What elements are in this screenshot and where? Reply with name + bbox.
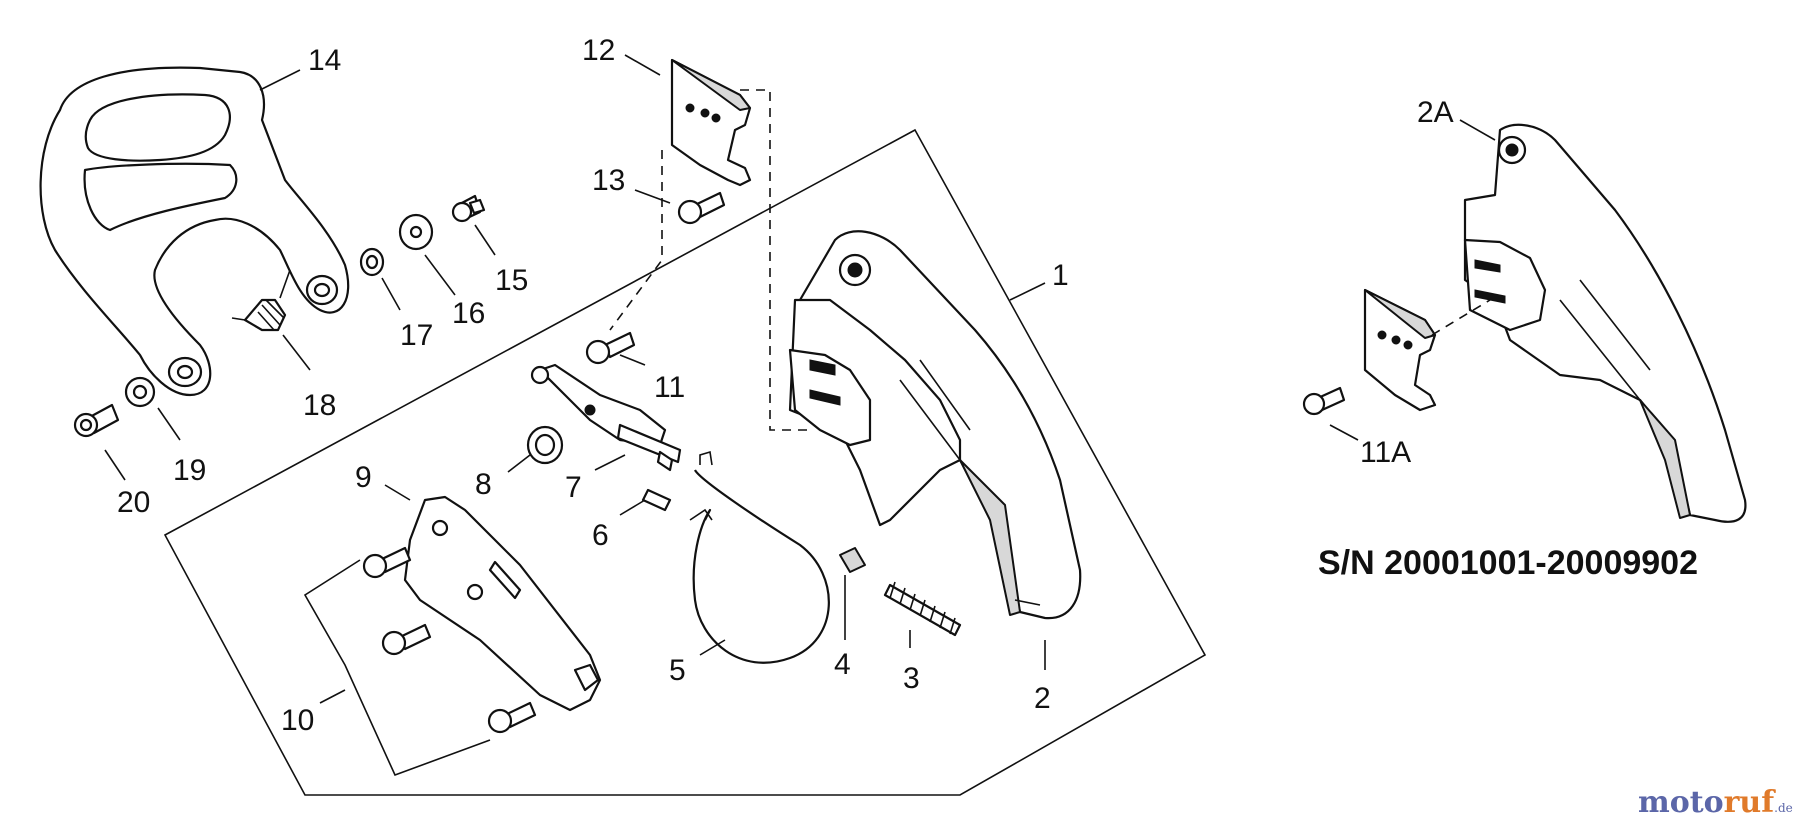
watermark-part1: moto bbox=[1638, 785, 1724, 820]
block-4-part bbox=[839, 547, 866, 573]
callout-12: 12 bbox=[582, 34, 615, 67]
hand-guard-part bbox=[39, 66, 350, 397]
site-watermark: motoruf.de bbox=[1638, 785, 1793, 820]
screw-10c-part bbox=[487, 701, 537, 734]
svg-text:motoruf.de: motoruf.de bbox=[1638, 785, 1793, 820]
sprocket-guard-2a-part bbox=[1463, 123, 1747, 523]
callout-9: 9 bbox=[355, 461, 372, 494]
dashed-guide-line-12 bbox=[609, 89, 771, 331]
washer-19-part bbox=[124, 376, 156, 408]
spring-3-part bbox=[883, 581, 962, 637]
callout-2a: 2A bbox=[1417, 96, 1454, 129]
chain-guide-plate-part bbox=[670, 58, 752, 187]
callout-3: 3 bbox=[903, 662, 920, 695]
callout-17: 17 bbox=[400, 319, 433, 352]
spacer-8-part bbox=[526, 425, 564, 465]
callout-8: 8 bbox=[475, 468, 492, 501]
bolt-20-part bbox=[73, 403, 120, 438]
watermark-suffix: .de bbox=[1774, 801, 1793, 815]
washer-part bbox=[398, 213, 434, 251]
callout-19: 19 bbox=[173, 454, 206, 487]
leader-lines bbox=[104, 54, 1496, 704]
brake-bracket-part bbox=[403, 495, 602, 712]
screw-group-bracket bbox=[303, 559, 491, 777]
callout-11: 11 bbox=[654, 371, 685, 404]
callout-10: 10 bbox=[281, 704, 314, 737]
screw-15-part bbox=[451, 194, 486, 223]
callout-15: 15 bbox=[495, 264, 528, 297]
brake-band-part bbox=[689, 450, 830, 664]
dashed-guide-line-main bbox=[769, 330, 810, 431]
spring-part bbox=[231, 269, 291, 332]
callout-13: 13 bbox=[592, 164, 625, 197]
callout-20: 20 bbox=[117, 486, 150, 519]
sprocket-guard-part bbox=[788, 230, 1082, 620]
callout-1: 1 bbox=[1052, 259, 1069, 292]
callout-18: 18 bbox=[303, 389, 336, 422]
callout-16: 16 bbox=[452, 297, 485, 330]
screw-11-part bbox=[585, 331, 636, 365]
callout-14: 14 bbox=[308, 44, 341, 77]
callout-5: 5 bbox=[669, 654, 686, 687]
chain-adjuster-part bbox=[530, 363, 682, 472]
callout-labels: 1 2 3 4 5 6 7 8 9 10 11 12 13 14 15 16 1… bbox=[117, 34, 1454, 737]
serial-number-range: S/N 20001001-20009902 bbox=[1318, 544, 1698, 582]
chain-plate-inset-part bbox=[1363, 288, 1437, 412]
callout-6: 6 bbox=[592, 519, 609, 552]
watermark-part2: ruf bbox=[1724, 785, 1777, 820]
bushing-part bbox=[359, 247, 385, 277]
screw-10a-part bbox=[362, 546, 412, 579]
callout-4: 4 bbox=[834, 648, 851, 681]
dashed-guide-line-inset bbox=[1431, 299, 1491, 336]
callout-2: 2 bbox=[1034, 682, 1051, 715]
callout-7: 7 bbox=[565, 471, 582, 504]
screw-10b-part bbox=[381, 623, 432, 656]
screw-13-part bbox=[677, 191, 726, 225]
pin-6-part bbox=[641, 488, 672, 512]
callout-11a: 11A bbox=[1360, 436, 1411, 469]
screw-11a-part bbox=[1302, 386, 1346, 416]
assembly-group-outline bbox=[163, 128, 1207, 796]
